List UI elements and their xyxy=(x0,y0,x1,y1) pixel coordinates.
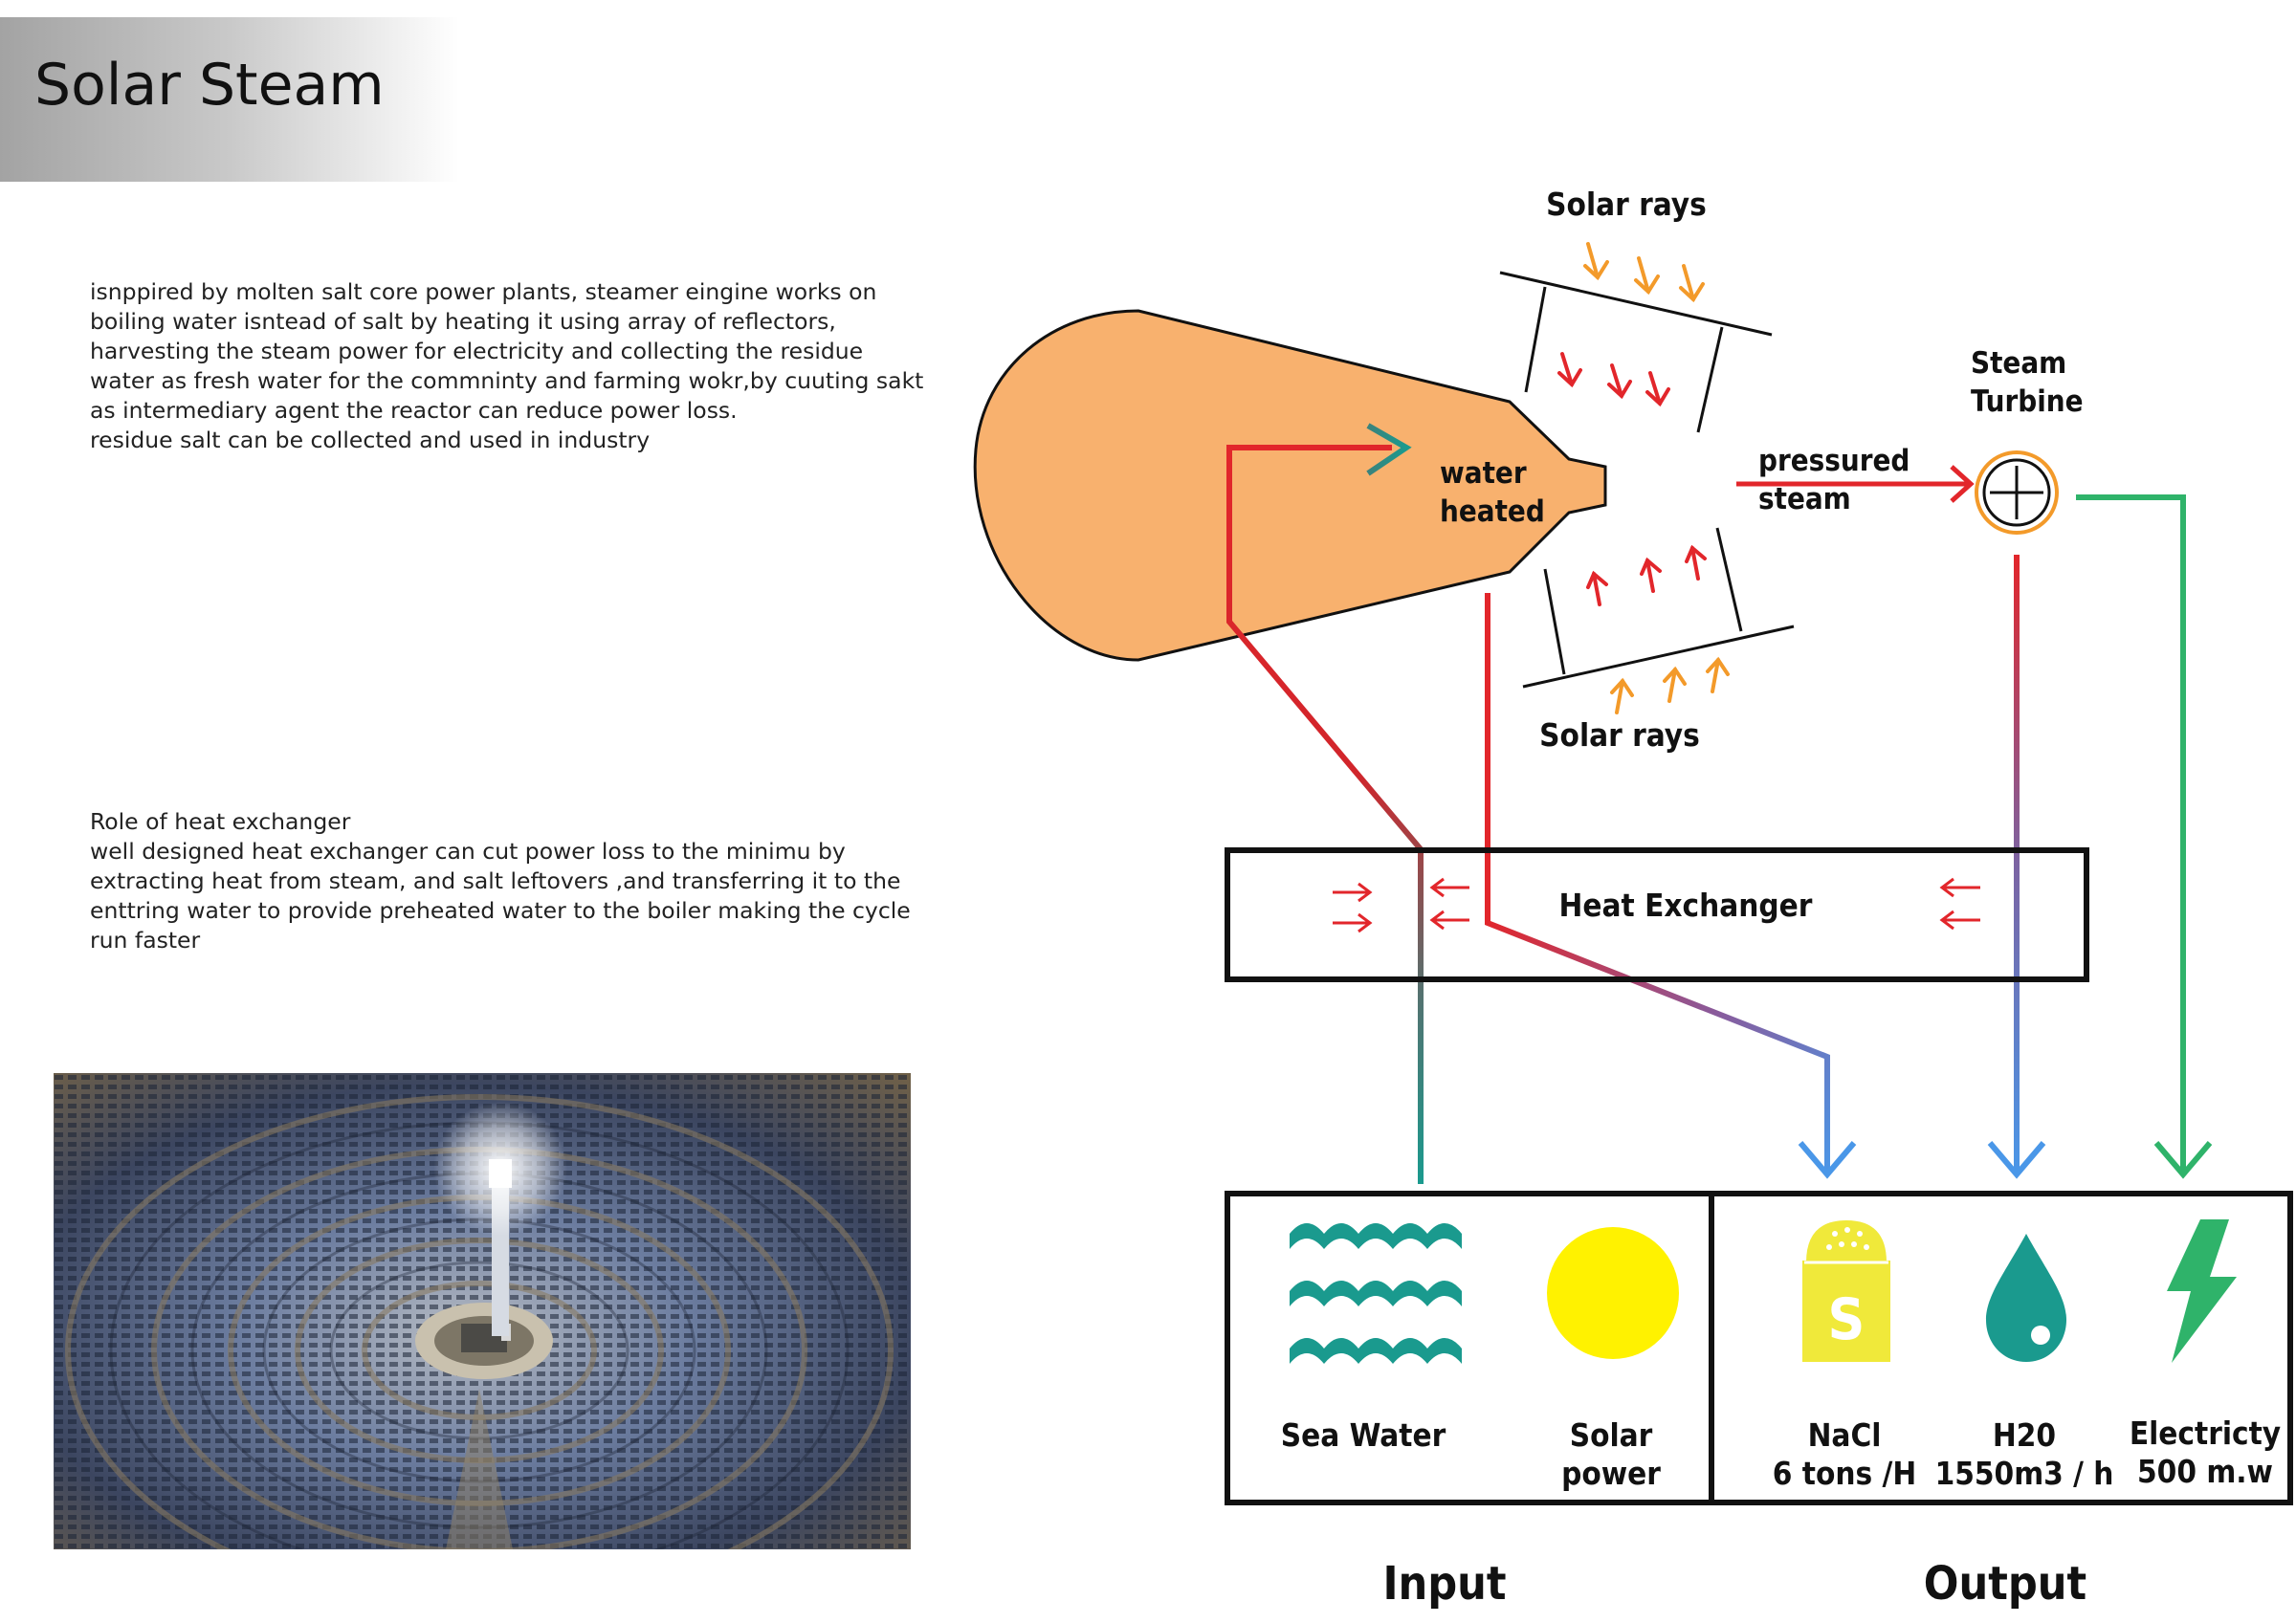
nacl-label: NaCl xyxy=(1808,1416,1882,1454)
inner-ray-arrows-top xyxy=(1557,352,1670,407)
pressured-steam-label: steam xyxy=(1758,482,1851,516)
electricity-label: Electricty xyxy=(2130,1415,2281,1452)
heat-exchanger-box xyxy=(1225,847,2089,982)
page-title: Solar Steam xyxy=(34,52,385,119)
intro-line: residue salt can be collected and used i… xyxy=(90,427,651,453)
electricity-pipe xyxy=(2076,494,2186,1172)
intro-line: isnppired by molten salt core power plan… xyxy=(90,278,877,305)
output-caption: Output xyxy=(1924,1557,2086,1611)
turbine-icon xyxy=(1975,450,2059,535)
salt-arrow xyxy=(1798,1141,1857,1179)
solar-tower-photo xyxy=(54,1073,911,1549)
exchanger-arrows-left xyxy=(1429,877,1980,931)
intro-line: harvesting the steam power for electrici… xyxy=(90,338,864,364)
solar-power-label: Solar xyxy=(1570,1416,1653,1454)
electricity-rate: 500 m.w xyxy=(2137,1453,2273,1490)
water-drop-icon xyxy=(1986,1234,2066,1362)
intro-line: boiling water isntead of salt by heating… xyxy=(90,308,836,335)
intro-line: as intermediary agent the reactor can re… xyxy=(90,397,738,424)
heat-line: Role of heat exchanger xyxy=(90,808,351,835)
water-heated-label: water xyxy=(1440,456,1527,491)
solar-ray-arrows-top xyxy=(1583,242,1705,303)
salt-pipe xyxy=(1485,593,1830,1172)
salt-shaker-icon xyxy=(1802,1220,1890,1362)
heat-line: run faster xyxy=(90,927,201,954)
h2o-rate: 1550m3 / h xyxy=(1935,1455,2114,1492)
reflector-bottom xyxy=(1522,625,1795,689)
heat-line: enttring water to provide preheated wate… xyxy=(90,897,911,924)
intro-line: water as fresh water for the commninty a… xyxy=(90,367,924,394)
waves-icon xyxy=(1290,1223,1462,1364)
solar-ray-arrows-bottom xyxy=(1610,656,1730,714)
h2o-label: H20 xyxy=(1993,1416,2056,1454)
reflector-strut xyxy=(1543,568,1566,675)
boiler-vessel xyxy=(973,309,1607,662)
title-band xyxy=(0,17,459,182)
solar-rays-bottom-label: Solar rays xyxy=(1539,716,1700,754)
heat-line: well designed heat exchanger can cut pow… xyxy=(90,838,846,865)
inner-ray-arrows-bottom xyxy=(1586,544,1707,606)
solar-power-label: power xyxy=(1561,1455,1661,1492)
reflector-top xyxy=(1499,271,1773,337)
sea-water-label: Sea Water xyxy=(1281,1416,1446,1454)
heat-line: extracting heat from steam, and salt lef… xyxy=(90,867,901,894)
exchanger-arrows-right xyxy=(1333,882,1373,933)
fresh-water-arrow xyxy=(1987,1141,2046,1179)
output-box xyxy=(1709,1191,2293,1505)
salt-letter: S xyxy=(1828,1286,1866,1353)
water-heated-label: heated xyxy=(1440,494,1545,529)
electricity-arrow xyxy=(2153,1141,2213,1179)
reflector-strut xyxy=(1696,326,1724,433)
lightning-icon xyxy=(2167,1219,2237,1363)
steam-arrow xyxy=(1736,465,1975,503)
reflector-strut xyxy=(1715,527,1743,632)
pressured-steam-label: pressured xyxy=(1758,444,1910,478)
sun-icon xyxy=(1547,1227,1679,1359)
solar-rays-top-label: Solar rays xyxy=(1546,186,1707,223)
reflector-strut xyxy=(1524,286,1547,393)
steam-turbine-label: Turbine xyxy=(1971,384,2084,419)
nacl-rate: 6 tons /H xyxy=(1773,1455,1916,1492)
inlet-pipe xyxy=(1226,445,1424,1184)
steam-turbine-label: Steam xyxy=(1971,346,2066,381)
inlet-arrow xyxy=(1366,423,1412,476)
heat-exchanger-label: Heat Exchanger xyxy=(1559,887,1813,924)
heat-exchanger-paragraph: Role of heat exchanger well designed hea… xyxy=(90,807,951,955)
input-caption: Input xyxy=(1382,1557,1506,1611)
intro-paragraph: isnppired by molten salt core power plan… xyxy=(90,277,951,455)
